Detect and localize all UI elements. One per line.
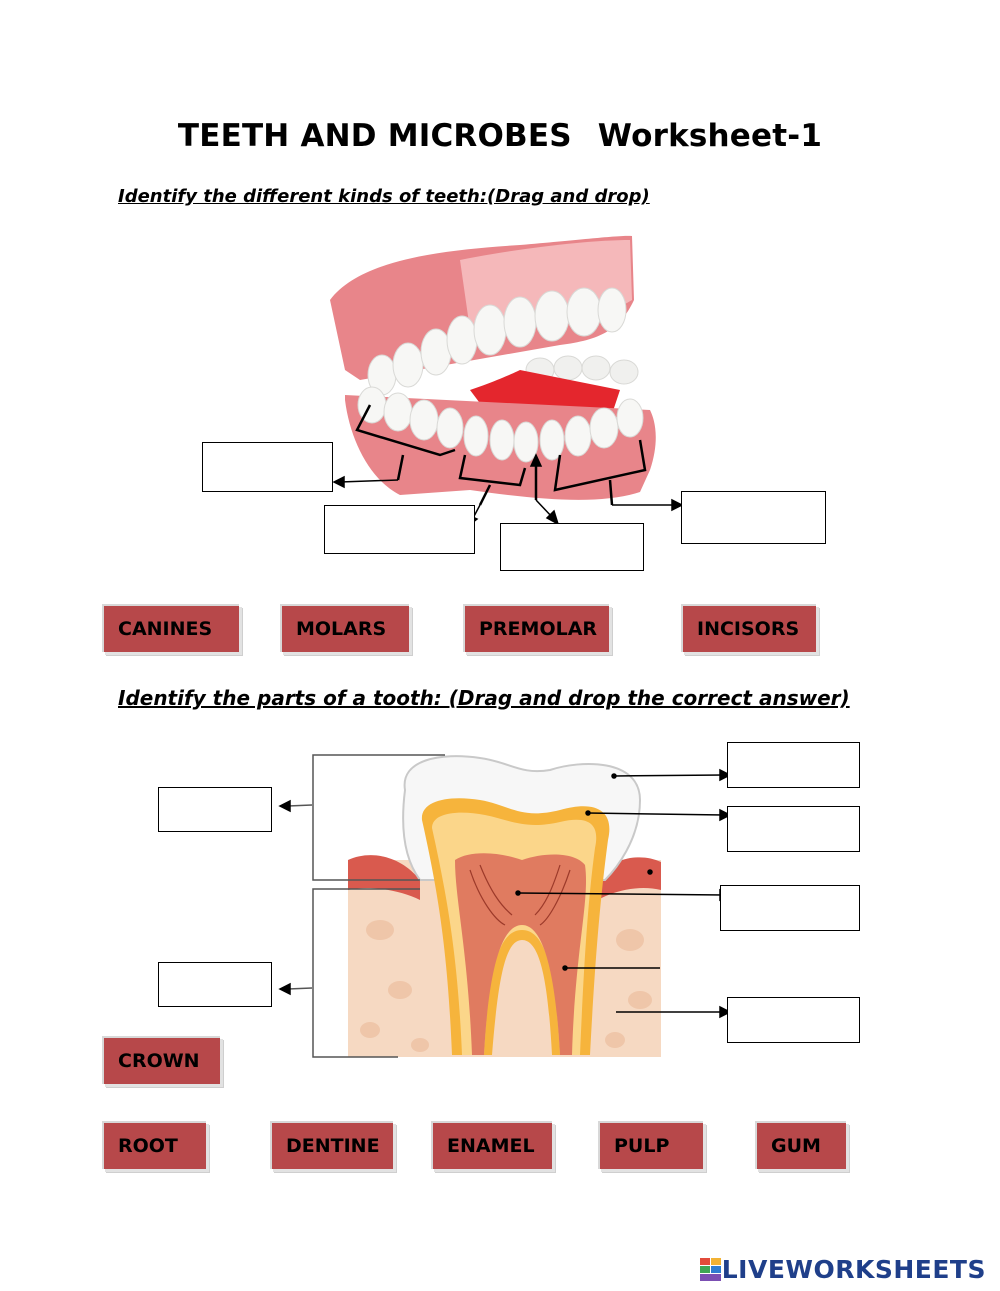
tooth-part-dropbox-3[interactable] [727,742,860,788]
teeth-jaw-illustration [330,235,684,528]
title-main: TEETH AND MICROBES [177,118,572,154]
teeth-dropbox-1[interactable] [202,442,333,492]
section1-instruction: Identify the different kinds of teeth:(D… [118,186,650,207]
teeth-dropbox-4[interactable] [681,491,826,544]
option-chip-pulp[interactable]: PULP [598,1121,703,1169]
tooth-cross-section-illustration [278,754,732,1058]
option-chip-root[interactable]: ROOT [102,1121,206,1169]
tooth-part-dropbox-2[interactable] [158,962,272,1007]
page-title: TEETH AND MICROBES Worksheet-1 [0,118,1000,154]
liveworksheets-brand: LIVEWORKSHEETS [721,1255,986,1284]
option-chip-enamel[interactable]: ENAMEL [431,1121,552,1169]
option-chip-canines[interactable]: CANINES [102,604,239,652]
liveworksheets-logo-icon [699,1257,721,1281]
title-sub: Worksheet-1 [597,118,823,154]
tooth-part-dropbox-1[interactable] [158,787,272,832]
tooth-part-dropbox-6[interactable] [727,997,860,1043]
option-chip-gum[interactable]: GUM [755,1121,846,1169]
option-chip-dentine[interactable]: DENTINE [270,1121,393,1169]
option-chip-crown[interactable]: CROWN [102,1036,220,1084]
teeth-dropbox-2[interactable] [324,505,475,554]
section2-instruction: Identify the parts of a tooth: (Drag and… [118,686,850,710]
tooth-part-dropbox-4[interactable] [727,806,860,852]
liveworksheets-logo: LIVEWORKSHEETS [699,1255,986,1284]
option-chip-premolar[interactable]: PREMOLAR [463,604,609,652]
option-chip-incisors[interactable]: INCISORS [681,604,816,652]
teeth-dropbox-3[interactable] [500,523,644,571]
tooth-part-dropbox-5[interactable] [720,885,860,931]
option-chip-molars[interactable]: MOLARS [280,604,409,652]
